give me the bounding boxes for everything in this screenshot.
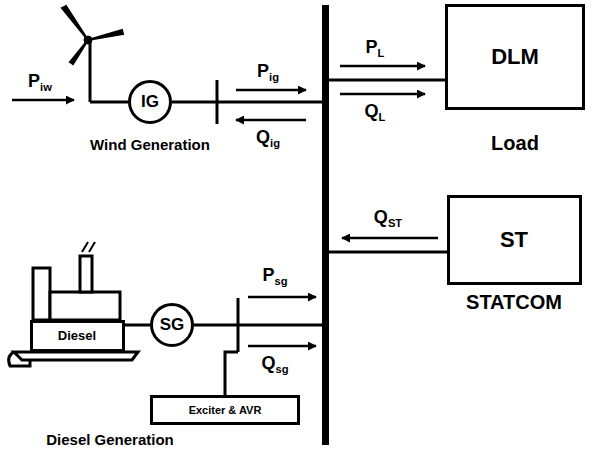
power-symbol: Qsg xyxy=(261,354,288,374)
symbol-subscript: iw xyxy=(40,81,52,93)
power-arrow xyxy=(340,93,425,96)
wire xyxy=(172,80,322,124)
symbol-main: Q xyxy=(365,101,379,121)
box-outline xyxy=(448,197,580,284)
circle-outline xyxy=(152,305,193,346)
symbol-main: Q xyxy=(256,127,270,147)
power-arrow xyxy=(12,99,74,102)
circle-outline xyxy=(130,82,171,123)
node-label: ST xyxy=(500,228,528,252)
box-outline xyxy=(31,322,123,351)
symbol-main: P xyxy=(28,71,40,91)
symbol-subscript: sg xyxy=(275,363,288,375)
symbol-subscript: L xyxy=(378,47,385,59)
box-outline xyxy=(152,397,299,424)
generator-circle: SG xyxy=(150,303,194,347)
node-label: Diesel xyxy=(58,329,96,343)
node-heading: STATCOM xyxy=(466,291,562,313)
shaft-line xyxy=(125,324,151,327)
generator-circle: IG xyxy=(128,80,172,124)
power-symbol: Qig xyxy=(256,128,280,148)
wire xyxy=(194,298,322,352)
node-heading: Load xyxy=(491,132,539,154)
load-box: DLMLoad xyxy=(445,4,585,110)
diesel-engine xyxy=(9,242,138,366)
engine-box: Diesel xyxy=(30,320,125,352)
symbol-main: P xyxy=(366,37,378,57)
wind-turbine xyxy=(62,6,128,102)
power-symbol: Piw xyxy=(28,72,52,92)
node-label: IG xyxy=(141,93,159,112)
symbol-main: P xyxy=(257,61,269,81)
power-arrow xyxy=(248,345,316,348)
power-symbol: Psg xyxy=(262,266,287,286)
wire xyxy=(329,251,447,254)
symbol-main: P xyxy=(262,265,274,285)
node-label: DLM xyxy=(491,45,539,69)
power-arrow xyxy=(342,237,438,240)
power-symbol: QL xyxy=(365,102,386,122)
shaft-line xyxy=(225,352,238,395)
symbol-subscript: L xyxy=(379,111,386,123)
symbol-subscript: ig xyxy=(270,137,280,149)
exciter-box: Exciter & AVR xyxy=(150,395,300,425)
statcom-box: STSTATCOM xyxy=(447,195,582,285)
node-label: SG xyxy=(160,316,185,335)
symbol-main: Q xyxy=(374,207,388,227)
symbol-subscript: ST xyxy=(388,217,402,229)
power-symbol: PL xyxy=(366,38,385,58)
symbol-subscript: sg xyxy=(274,275,287,287)
power-arrow xyxy=(340,65,425,68)
symbol-main: Q xyxy=(261,353,275,373)
power-symbol: Pig xyxy=(257,62,279,82)
section-caption: Wind Generation xyxy=(90,137,210,154)
node-label: Exciter & AVR xyxy=(189,404,262,416)
power-symbol: QST xyxy=(374,208,402,228)
power-arrow xyxy=(236,119,306,122)
box-outline xyxy=(447,6,584,109)
section-caption: Diesel Generation xyxy=(46,432,174,449)
symbol-subscript: ig xyxy=(269,71,279,83)
bus-bar xyxy=(322,5,329,445)
power-arrow xyxy=(248,296,316,299)
power-arrow xyxy=(236,89,306,92)
wire xyxy=(329,79,445,82)
